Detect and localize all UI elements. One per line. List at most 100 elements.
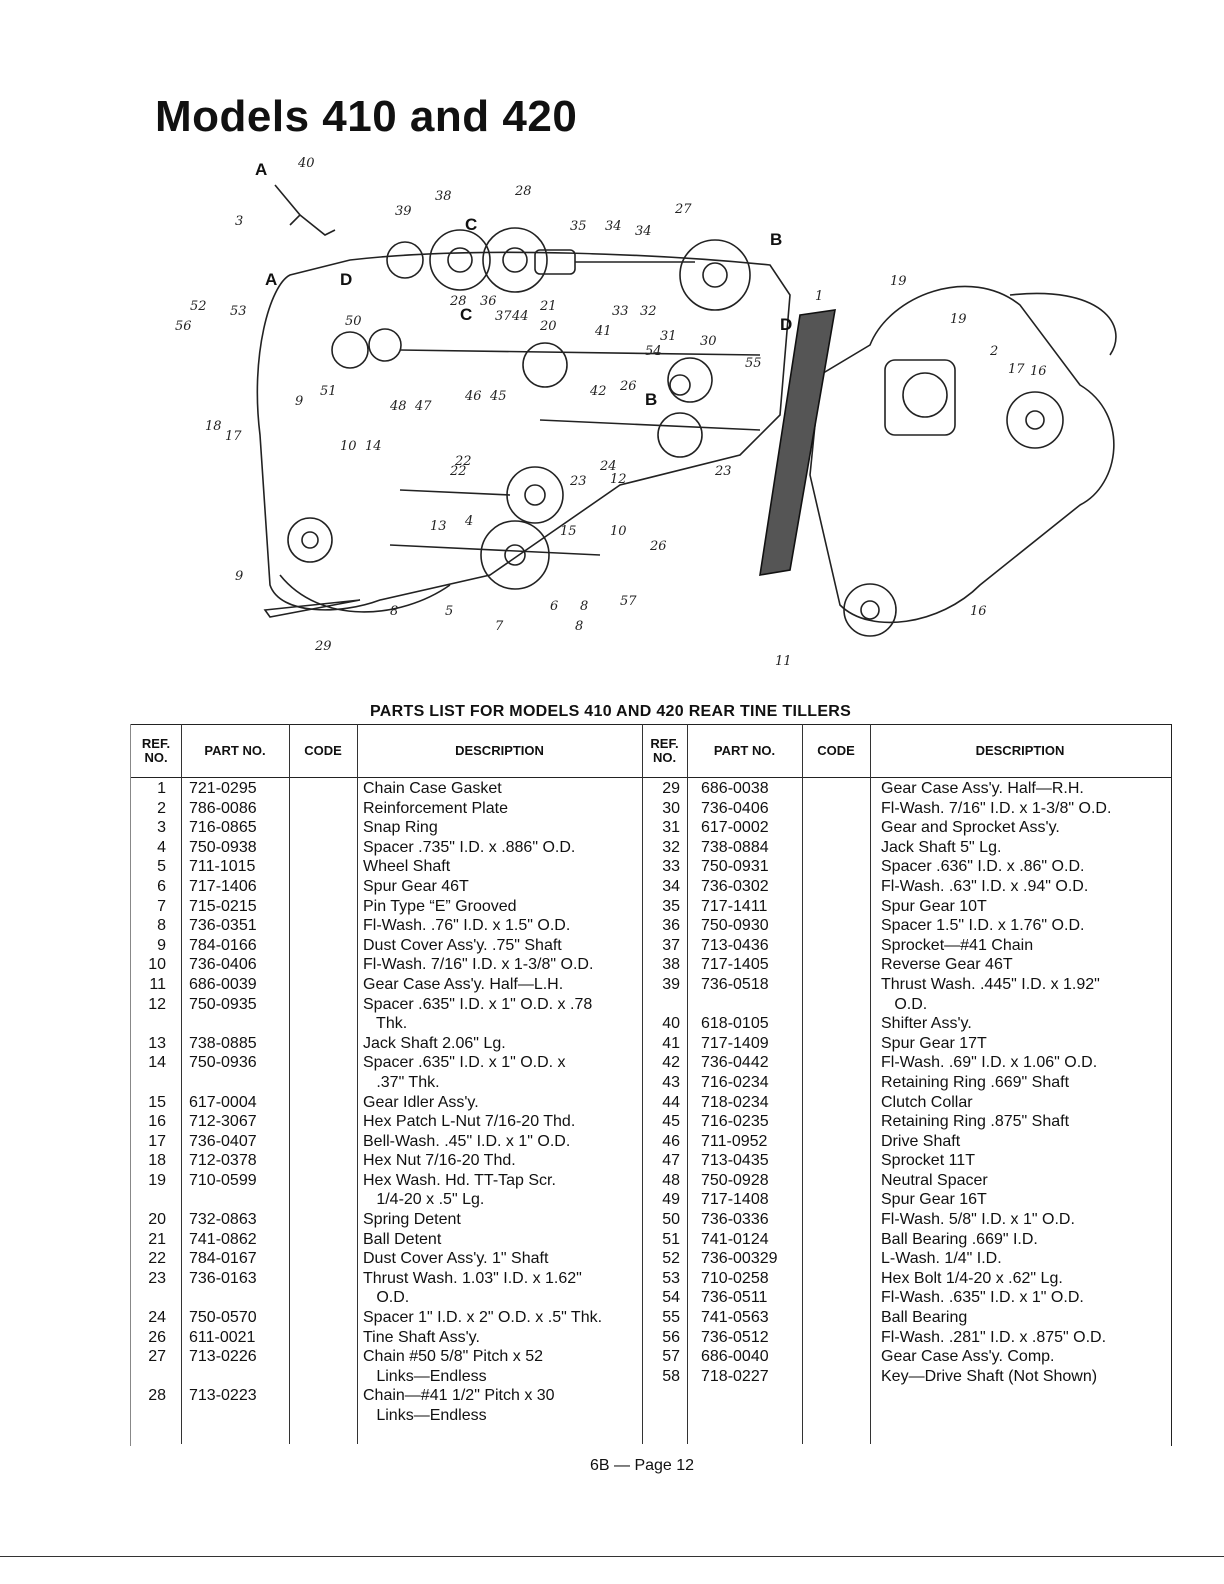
table-cell-description: Gear Idler Ass'y. xyxy=(363,1093,479,1111)
table-cell-description: Thrust Wash. 1.03" I.D. x 1.62" xyxy=(363,1269,582,1287)
number-callout: 8 xyxy=(575,619,583,634)
table-cell-part-no: 713-0436 xyxy=(701,936,769,954)
table-cell-ref: 18 xyxy=(148,1152,166,1170)
table-cell-description: Hex Wash. Hd. TT-Tap Scr. xyxy=(363,1171,556,1189)
page-footer: 6B — Page 12 xyxy=(590,1457,695,1474)
table-cell-ref: 16 xyxy=(148,1113,166,1131)
table-cell-ref: 42 xyxy=(662,1054,680,1072)
table-cell-part-no: 736-00329 xyxy=(701,1250,778,1268)
table-cell-description: Ball Bearing .669" I.D. xyxy=(881,1230,1038,1248)
table-cell-part-no: 712-3067 xyxy=(189,1113,257,1131)
letter-callout: A xyxy=(255,160,267,179)
table-cell-ref: 35 xyxy=(662,897,680,915)
table-cell-part-no: 736-0351 xyxy=(189,917,257,935)
table-cell-description: Jack Shaft 2.06" Lg. xyxy=(363,1034,506,1052)
table-cell-ref: 9 xyxy=(157,936,166,954)
table-cell-ref: 38 xyxy=(662,956,680,974)
number-callout: 42 xyxy=(589,384,607,399)
number-callout: 8 xyxy=(390,604,398,619)
table-cell-description: O.D. xyxy=(363,1289,410,1307)
table-cell-part-no: 710-0599 xyxy=(189,1171,257,1189)
table-cell-part-no: 786-0086 xyxy=(189,799,257,817)
table-cell-ref: 32 xyxy=(662,838,680,856)
number-callout: 50 xyxy=(345,314,362,329)
letter-callout: C xyxy=(460,305,472,324)
table-cell-description: Bell-Wash. .45" I.D. x 1" O.D. xyxy=(363,1132,571,1150)
table-cell-description: Thrust Wash. .445" I.D. x 1.92" xyxy=(881,975,1100,993)
table-cell-part-no: 741-0862 xyxy=(189,1230,257,1248)
header-ref-no-left: REF. NO. xyxy=(141,736,171,765)
table-cell-ref: 55 xyxy=(662,1309,680,1327)
table-cell-part-no: 686-0039 xyxy=(189,975,257,993)
table-cell-part-no: 750-0570 xyxy=(189,1309,257,1327)
number-callout: 17 xyxy=(1008,362,1025,377)
table-cell-ref: 1 xyxy=(157,780,166,797)
table-cell-part-no: 736-0163 xyxy=(189,1269,257,1287)
table-cell-ref: 33 xyxy=(662,858,680,876)
number-callout: 52 xyxy=(190,299,207,314)
number-callout: 22 xyxy=(449,464,467,479)
table-cell-description: Neutral Spacer xyxy=(881,1171,988,1189)
table-cell-ref: 6 xyxy=(157,877,166,895)
table-cell-ref: 27 xyxy=(148,1348,166,1366)
number-callout: 57 xyxy=(620,594,637,609)
header-ref-no-right: REF. NO. xyxy=(650,736,679,765)
table-cell-part-no: 711-0952 xyxy=(701,1132,768,1150)
number-callout: 33 xyxy=(612,304,629,319)
table-cell-ref: 58 xyxy=(662,1367,680,1385)
table-cell-description: O.D. xyxy=(881,995,928,1013)
number-callout: 55 xyxy=(745,356,762,371)
table-cell-description: Fl-Wash. .635" I.D. x 1" O.D. xyxy=(881,1289,1084,1307)
number-callout: 39 xyxy=(395,204,412,219)
table-cell-ref: 51 xyxy=(662,1230,680,1248)
table-cell-ref: 8 xyxy=(157,917,166,935)
table-cell-ref: 15 xyxy=(148,1093,166,1111)
table-cell-description: Chain #50 5/8" Pitch x 52 xyxy=(363,1348,544,1366)
number-callout: 16 xyxy=(970,604,987,619)
header-part-no-right: PART NO. xyxy=(713,743,776,758)
table-cell-part-no: 713-0223 xyxy=(189,1387,257,1405)
table-cell-ref: 37 xyxy=(662,936,680,954)
table-cell-description: Dust Cover Ass'y. .75" Shaft xyxy=(363,936,562,954)
bottom-rule xyxy=(0,1556,1224,1557)
table-cell-ref: 44 xyxy=(662,1093,680,1111)
table-cell-description: Sprocket—#41 Chain xyxy=(881,936,1034,954)
table-cell-part-no: 618-0105 xyxy=(701,1015,769,1033)
letter-callout: D xyxy=(780,315,792,334)
table-cell-part-no: 741-0124 xyxy=(701,1230,769,1248)
table-cell-description: Retaining Ring .875" Shaft xyxy=(881,1113,1070,1131)
table-cell-ref: 13 xyxy=(148,1034,166,1052)
table-cell-description: Gear and Sprocket Ass'y. xyxy=(881,819,1060,837)
number-callout: 46 xyxy=(464,389,482,404)
number-callout: 24 xyxy=(599,459,617,474)
table-cell-description: Gear Case Ass'y. Half—L.H. xyxy=(363,975,564,993)
table-cell-ref: 52 xyxy=(662,1250,680,1268)
table-cell-description: .37" Thk. xyxy=(363,1073,440,1091)
number-callout: 34 xyxy=(605,219,622,234)
number-callout: 45 xyxy=(489,389,507,404)
table-cell-part-no: 717-1409 xyxy=(701,1034,769,1052)
number-callout: 15 xyxy=(560,524,577,539)
table-cell-description: Sprocket 11T xyxy=(881,1152,975,1170)
number-callout: 32 xyxy=(640,304,657,319)
table-cell-part-no: 717-1406 xyxy=(189,877,257,895)
number-callout: 8 xyxy=(580,599,588,614)
table-cell-part-no: 736-0511 xyxy=(701,1289,768,1307)
number-callout: 56 xyxy=(175,319,192,334)
number-callout: 37 xyxy=(495,309,512,324)
number-callout: 9 xyxy=(235,569,243,584)
number-callout: 41 xyxy=(594,324,612,339)
number-callout: 23 xyxy=(569,474,587,489)
number-callout: 14 xyxy=(365,439,382,454)
number-callout: 35 xyxy=(570,219,587,234)
table-cell-description: Spring Detent xyxy=(363,1211,461,1229)
table-cell-description: Gear Case Ass'y. Half—R.H. xyxy=(881,780,1084,797)
number-callout: 31 xyxy=(660,329,677,344)
number-callout: 36 xyxy=(480,294,497,309)
letter-callout: B xyxy=(645,390,657,409)
letter-callout: D xyxy=(340,270,352,289)
table-cell-ref: 48 xyxy=(662,1171,680,1189)
